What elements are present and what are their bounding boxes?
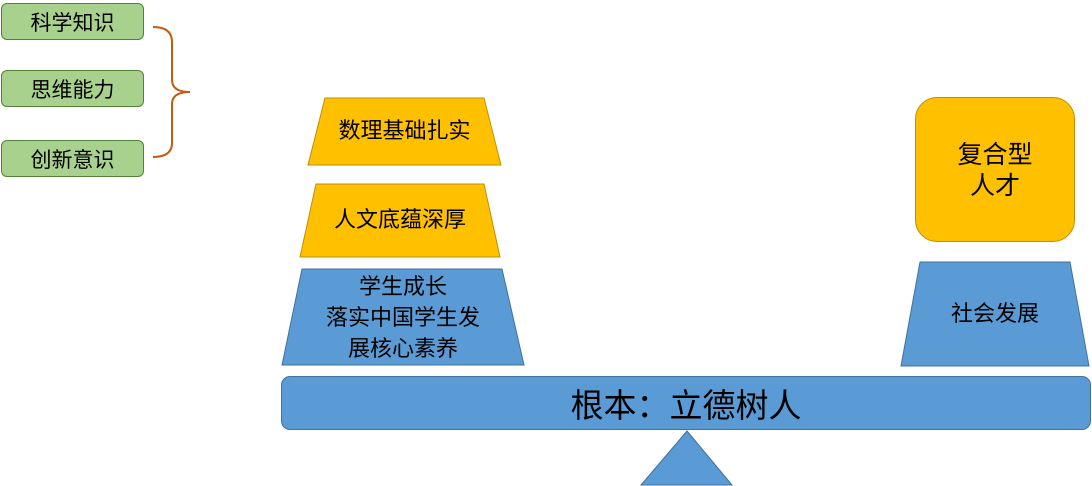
knowledge-box-science: 科学知识 bbox=[1, 3, 144, 40]
math-foundation-label-wrap: 数理基础扎实 bbox=[308, 98, 501, 165]
composite-talent-box: 复合型 人才 bbox=[915, 97, 1075, 242]
composite-talent-line-2: 人才 bbox=[969, 170, 1020, 200]
knowledge-box-thinking-label: 思维能力 bbox=[30, 77, 115, 102]
student-growth-label-wrap: 学生成长 落实中国学生发 展核心素养 bbox=[282, 271, 524, 365]
social-development-label-wrap: 社会发展 bbox=[901, 262, 1089, 366]
student-growth-line-3: 展核心素养 bbox=[347, 336, 458, 362]
humanities-label: 人文底蕴深厚 bbox=[333, 208, 466, 233]
student-growth-line-2: 落实中国学生发 bbox=[325, 305, 480, 331]
knowledge-box-thinking: 思维能力 bbox=[1, 70, 144, 107]
grouping-bracket bbox=[152, 26, 191, 158]
fulcrum-triangle bbox=[639, 430, 734, 486]
trapezoid-math-foundation bbox=[307, 97, 502, 166]
social-development-label: 社会发展 bbox=[950, 301, 1039, 327]
trapezoid-student-growth bbox=[281, 268, 525, 366]
trapezoid-social-development bbox=[900, 261, 1090, 367]
humanities-label-wrap: 人文底蕴深厚 bbox=[300, 184, 500, 257]
knowledge-box-innovation-label: 创新意识 bbox=[30, 147, 115, 172]
student-growth-line-1: 学生成长 bbox=[358, 274, 447, 300]
balance-beam-label: 根本：立德树人 bbox=[570, 386, 802, 425]
knowledge-box-innovation: 创新意识 bbox=[1, 140, 144, 177]
math-foundation-label: 数理基础扎实 bbox=[338, 119, 471, 144]
balance-beam: 根本：立德树人 bbox=[281, 376, 1091, 430]
composite-talent-line-1: 复合型 bbox=[957, 139, 1033, 169]
knowledge-box-science-label: 科学知识 bbox=[30, 10, 115, 35]
trapezoid-humanities bbox=[299, 183, 501, 258]
